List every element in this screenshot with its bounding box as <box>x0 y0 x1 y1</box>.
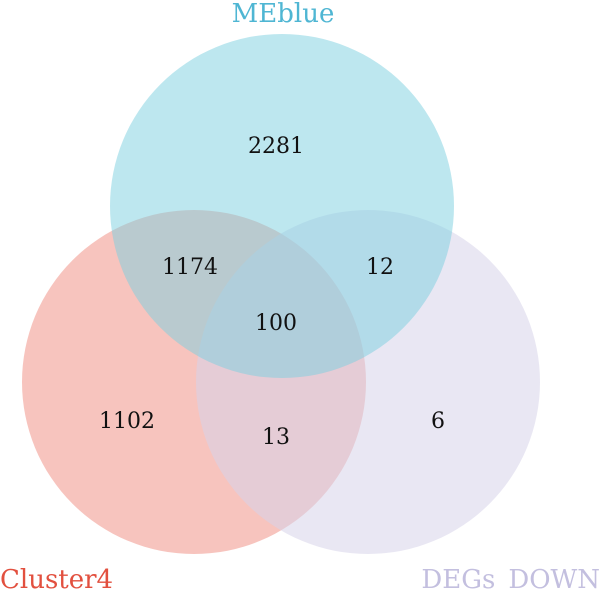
cluster4-set-label: Cluster4 <box>0 565 113 592</box>
meblue-only-count: 2281 <box>248 134 304 159</box>
cluster4-only-count: 1102 <box>99 409 155 434</box>
meblue-circle <box>110 34 454 378</box>
degs-down-set-label: DEGs_DOWN <box>421 565 600 592</box>
meblue-cluster4-count: 1174 <box>162 255 218 280</box>
all-three-count: 100 <box>255 311 297 336</box>
degs-down-only-count: 6 <box>431 409 445 434</box>
cluster4-degs-down-count: 13 <box>262 425 290 450</box>
meblue-set-label: MEblue <box>232 0 335 29</box>
meblue-degs-down-count: 12 <box>366 255 394 280</box>
